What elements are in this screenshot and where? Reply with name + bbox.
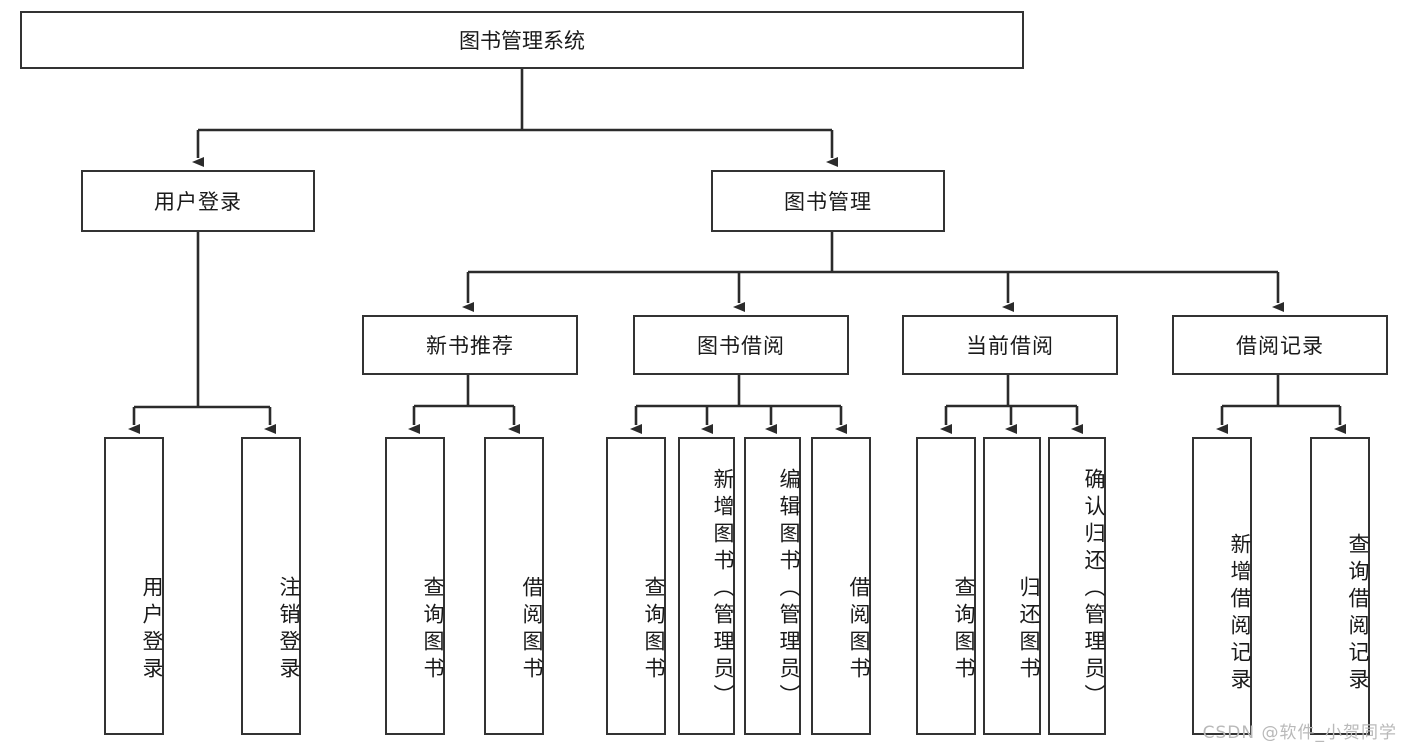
- node-label: 查询借阅记录: [1346, 533, 1370, 695]
- node-label: 图书管理系统: [459, 29, 585, 53]
- leaf-add-book[interactable]: 新增图书（管理员）: [678, 437, 735, 735]
- leaf-edit-book[interactable]: 编辑图书（管理员）: [744, 437, 801, 735]
- node-label: 新增借阅记录: [1228, 533, 1252, 695]
- node-book-borrow[interactable]: 图书借阅: [633, 315, 849, 375]
- leaf-user-login[interactable]: 用户登录: [104, 437, 164, 735]
- node-label: 用户登录: [154, 190, 242, 214]
- node-label: 借阅记录: [1236, 334, 1324, 358]
- node-label: 查询图书: [642, 576, 666, 684]
- leaf-user-logout[interactable]: 注销登录: [241, 437, 301, 735]
- node-book-manage[interactable]: 图书管理: [711, 170, 945, 232]
- node-label: 图书管理: [784, 190, 872, 214]
- leaf-query-borrow-record[interactable]: 查询借阅记录: [1310, 437, 1370, 735]
- leaf-return-book[interactable]: 归还图书: [983, 437, 1041, 735]
- leaf-add-borrow-record[interactable]: 新增借阅记录: [1192, 437, 1252, 735]
- node-current-borrow[interactable]: 当前借阅: [902, 315, 1118, 375]
- node-label: 用户登录: [140, 576, 164, 684]
- node-label: 借阅图书: [847, 576, 871, 684]
- node-label: 当前借阅: [966, 334, 1054, 358]
- node-label: 查询图书: [952, 576, 976, 684]
- leaf-borrow-book-recommend[interactable]: 借阅图书: [484, 437, 544, 735]
- node-label: 新书推荐: [426, 334, 514, 358]
- node-label: 编辑图书（管理员）: [777, 467, 801, 711]
- node-label: 查询图书: [421, 576, 445, 684]
- node-label: 确认归还（管理员）: [1082, 467, 1106, 711]
- node-label: 借阅图书: [520, 576, 544, 684]
- leaf-query-book-recommend[interactable]: 查询图书: [385, 437, 445, 735]
- node-label: 归还图书: [1017, 576, 1041, 684]
- leaf-borrow-book[interactable]: 借阅图书: [811, 437, 871, 735]
- watermark: CSDN @软件_小贺同学: [1202, 723, 1397, 743]
- leaf-query-book-current[interactable]: 查询图书: [916, 437, 976, 735]
- node-book-management-system[interactable]: 图书管理系统: [20, 11, 1024, 69]
- node-new-book-recommend[interactable]: 新书推荐: [362, 315, 578, 375]
- node-user-login[interactable]: 用户登录: [81, 170, 315, 232]
- node-label: 新增图书（管理员）: [711, 467, 735, 711]
- node-label: 注销登录: [277, 576, 301, 684]
- node-label: 图书借阅: [697, 334, 785, 358]
- node-borrow-record[interactable]: 借阅记录: [1172, 315, 1388, 375]
- leaf-query-book-borrow[interactable]: 查询图书: [606, 437, 666, 735]
- leaf-confirm-return[interactable]: 确认归还（管理员）: [1048, 437, 1106, 735]
